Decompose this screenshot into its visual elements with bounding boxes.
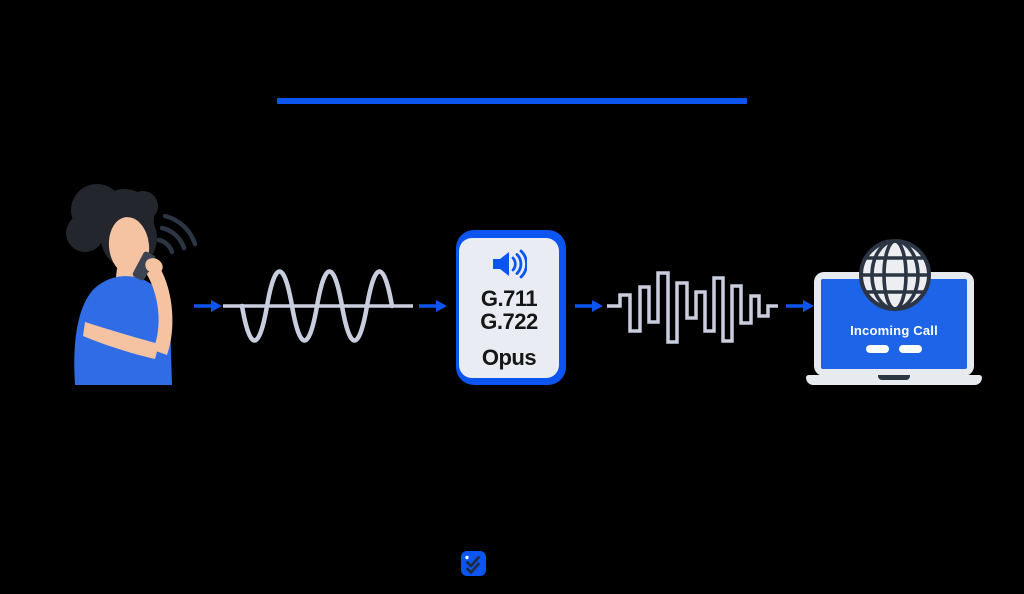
- analog-sine-wave: [223, 269, 413, 343]
- face: [108, 217, 150, 275]
- hand: [145, 258, 163, 274]
- globe-icon: [859, 239, 931, 311]
- arrow-right-icon: [194, 300, 222, 312]
- sound-waves-icon: [156, 213, 198, 255]
- arrow-right-icon: [419, 300, 447, 312]
- woman-on-phone-illustration: [66, 184, 198, 385]
- call-button: [866, 345, 889, 353]
- laptop: Incoming Call: [806, 228, 982, 390]
- codec-box: G.711 G.722 Opus: [456, 230, 566, 385]
- title-underline: [277, 98, 747, 104]
- codec-names: G.711 G.722: [480, 286, 538, 334]
- codec-g722: G.722: [480, 308, 538, 334]
- codec-opus: Opus: [481, 344, 537, 370]
- footer-logo: [461, 551, 486, 576]
- call-buttons: [866, 345, 922, 353]
- arrow-right-icon: [575, 300, 603, 312]
- crossed-forearm: [83, 322, 159, 359]
- arrow-right-icon: [786, 300, 814, 312]
- speaker-icon: [493, 249, 527, 279]
- digital-square-wave: [607, 271, 778, 344]
- codec-box-inner: G.711 G.722 Opus: [459, 238, 559, 378]
- laptop-base: [806, 375, 982, 385]
- call-button: [899, 345, 922, 353]
- incoming-call-label: Incoming Call: [850, 323, 938, 338]
- torso: [74, 276, 172, 385]
- codec-g711: G.711: [480, 286, 538, 311]
- raised-forearm: [146, 268, 173, 355]
- laptop-notch: [878, 375, 910, 380]
- double-check-icon: [465, 555, 480, 574]
